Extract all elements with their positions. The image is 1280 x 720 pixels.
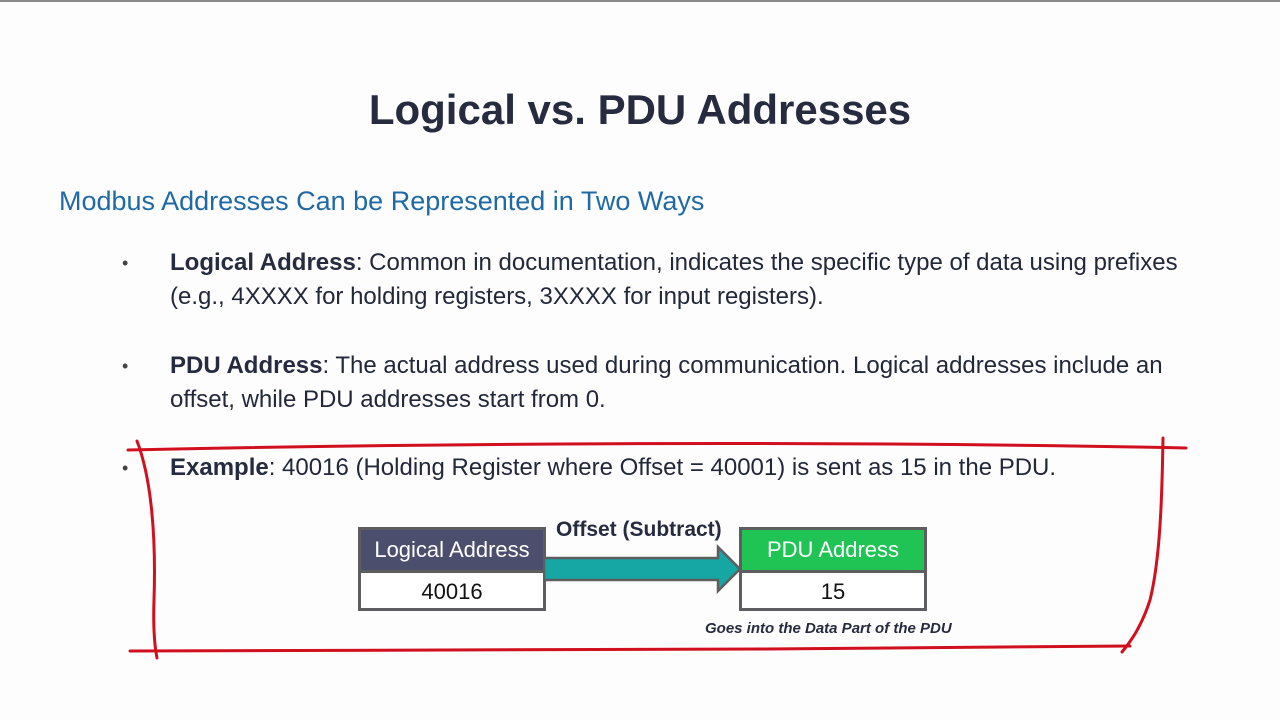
bullet-term: PDU Address [170,352,323,379]
pdu-address-box: PDU Address 15 [739,527,927,611]
slide-subtitle: Modbus Addresses Can be Represented in T… [59,186,705,216]
pdu-caption: Goes into the Data Part of the PDU [705,620,952,637]
bullet-text: : 40016 (Holding Register where Offset =… [268,454,1057,481]
offset-label: Offset (Subtract) [556,518,722,541]
slide-title: Logical vs. PDU Addresses [368,86,912,133]
top-divider [0,0,1280,2]
offset-arrow-icon [544,544,742,594]
bullet-dot-icon: • [122,253,129,273]
pdu-address-value: 15 [820,579,846,604]
bullet-example: • Example: 40016 (Holding Register where… [122,451,1190,485]
bullet-text: : Common in documentation, indicates the… [170,249,1178,310]
bullet-pdu-address: • PDU Address: The actual address used d… [122,349,1190,417]
logical-address-value: 40016 [421,579,483,604]
bullet-logical-address: • Logical Address: Common in documentati… [122,246,1190,314]
pdu-address-header: PDU Address [742,530,924,573]
bullet-term: Example [170,454,269,481]
bullet-dot-icon: • [122,356,129,376]
bullet-text: : The actual address used during communi… [170,352,1163,413]
logical-address-header: Logical Address [361,530,543,573]
bullet-term: Logical Address [170,249,356,276]
logical-address-box: Logical Address 40016 [358,527,546,611]
bullet-dot-icon: • [122,458,129,478]
